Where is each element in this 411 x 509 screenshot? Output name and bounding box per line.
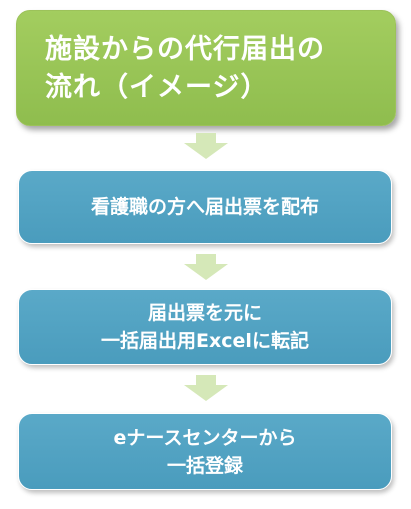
flow-step-2-text-line-1: 届出票を元に	[147, 302, 262, 324]
down-arrow-icon	[184, 254, 228, 280]
flow-step-2: 届出票を元に 一括届出用Excelに転記	[18, 289, 392, 365]
down-arrow-icon	[184, 133, 228, 159]
flow-title-line-2: 流れ（イメージ）	[45, 72, 269, 103]
flow-step-3-text-line-1: eナースセンターから	[113, 426, 297, 449]
down-arrow-icon	[184, 375, 228, 401]
flow-step-1: 看護職の方へ届出票を配布	[18, 170, 392, 244]
flow-step-3: eナースセンターから 一括登録	[18, 413, 392, 490]
flow-title-line-1: 施設からの代行届出の	[45, 34, 325, 65]
flow-title-box: 施設からの代行届出の 流れ（イメージ）	[16, 10, 396, 126]
flow-step-3-text-line-2: 一括登録	[166, 454, 243, 477]
flow-step-1-text: 看護職の方へ届出票を配布	[90, 196, 319, 218]
flow-step-2-text-line-2: 一括届出用Excelに転記	[101, 330, 309, 352]
